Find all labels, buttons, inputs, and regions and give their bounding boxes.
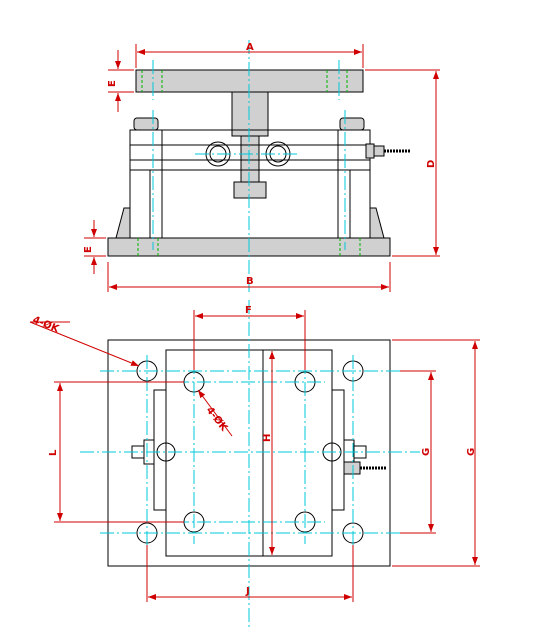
cable-gland xyxy=(365,143,375,159)
right-block xyxy=(331,389,345,511)
front-view xyxy=(107,40,410,292)
dim-label-e-bottom: E xyxy=(83,246,94,253)
top-view xyxy=(80,300,420,630)
center-pin xyxy=(240,135,260,183)
dim-label-g-inner: G xyxy=(421,448,432,456)
dim-label-h: H xyxy=(262,434,273,442)
lower-nut xyxy=(233,181,267,199)
dim-label-j: J xyxy=(245,586,250,597)
left-block xyxy=(153,389,167,511)
left-column xyxy=(129,129,163,239)
dim-label-f: F xyxy=(245,305,252,316)
front-dimensions: A B D E E xyxy=(83,42,440,292)
hole-label-outer: 4-ØK xyxy=(31,314,62,336)
right-column xyxy=(337,129,371,239)
right-gusset xyxy=(369,207,385,239)
left-cap xyxy=(133,117,159,131)
left-gusset xyxy=(115,207,131,239)
dim-label-a: A xyxy=(246,42,254,53)
dim-label-b: B xyxy=(246,276,254,287)
center-post xyxy=(231,91,269,137)
dim-label-d: D xyxy=(426,160,437,168)
dim-label-l: L xyxy=(48,449,59,456)
hole-label-inner: 4-ØK xyxy=(204,404,231,434)
dim-label-g-outer: G xyxy=(466,448,477,456)
dim-label-e-top: E xyxy=(107,80,118,87)
cable-gland-top xyxy=(343,461,361,475)
right-cap xyxy=(339,117,365,131)
